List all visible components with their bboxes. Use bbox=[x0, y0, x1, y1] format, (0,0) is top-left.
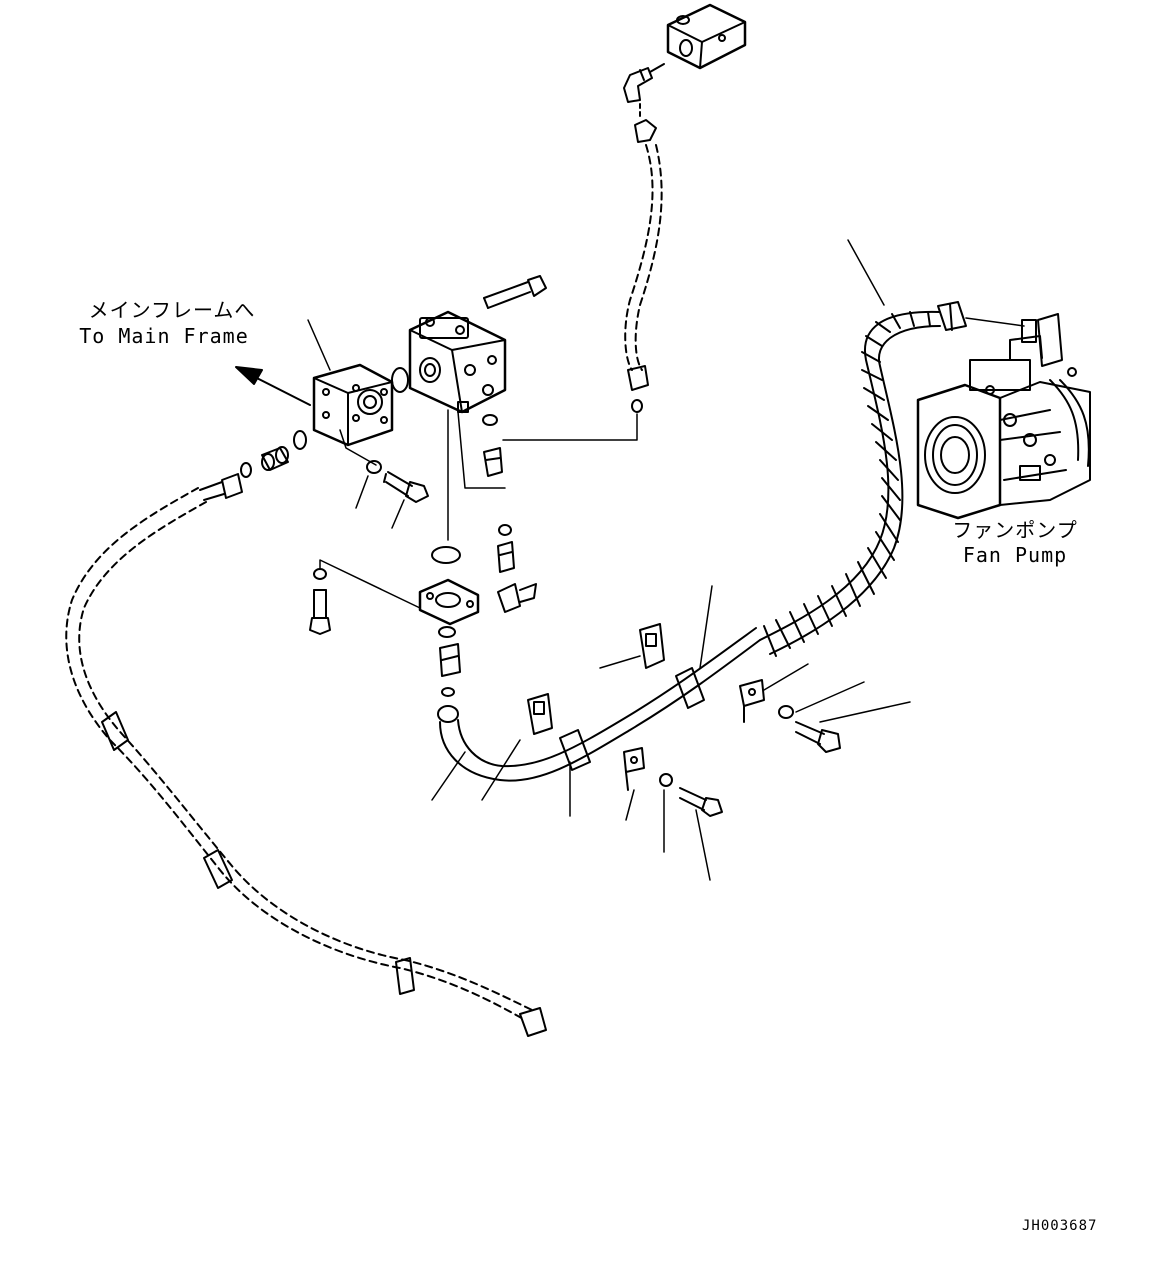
leader-line bbox=[695, 809, 711, 881]
washer bbox=[366, 460, 382, 474]
washer bbox=[659, 773, 673, 787]
leader-line bbox=[819, 701, 911, 723]
leader-line bbox=[391, 499, 405, 529]
leader-line bbox=[431, 751, 466, 801]
top-valve-block bbox=[666, 3, 747, 70]
o-ring bbox=[293, 430, 307, 450]
adaptor-fitting bbox=[439, 643, 461, 677]
pipe-clamp bbox=[639, 623, 665, 669]
main-frame-label-jp: メインフレームへ bbox=[88, 298, 256, 322]
fan-pump bbox=[916, 313, 1091, 520]
washer bbox=[313, 568, 327, 580]
leader-line bbox=[965, 317, 1025, 327]
main-frame-label-en: To Main Frame bbox=[79, 324, 249, 348]
main-valve-block bbox=[408, 310, 507, 414]
leader-line bbox=[481, 739, 521, 801]
o-ring bbox=[498, 524, 512, 536]
spiral-hose bbox=[759, 301, 967, 657]
fan-pump-label-en: Fan Pump bbox=[962, 543, 1068, 567]
pipe-clamp bbox=[527, 693, 553, 735]
drawing-id: JH003687 bbox=[1022, 1218, 1098, 1234]
upper-hose bbox=[624, 119, 663, 391]
lower-pipe bbox=[437, 627, 761, 782]
leader-line bbox=[319, 559, 421, 609]
flange-plate bbox=[312, 363, 394, 447]
clamp-bracket bbox=[623, 747, 645, 791]
top-elbow-fitting bbox=[623, 63, 665, 103]
long-hose bbox=[65, 473, 547, 1037]
leader-line bbox=[502, 413, 638, 441]
adaptor-fitting bbox=[261, 446, 289, 471]
washer bbox=[778, 705, 794, 719]
bolt bbox=[795, 721, 841, 753]
leader-line bbox=[355, 475, 369, 509]
leader-line bbox=[599, 655, 641, 669]
leader-line bbox=[457, 411, 506, 489]
bolt bbox=[483, 275, 547, 309]
leader-line bbox=[763, 663, 809, 691]
o-ring bbox=[438, 626, 456, 638]
bolt bbox=[383, 471, 429, 503]
direction-arrow bbox=[235, 366, 311, 406]
o-ring bbox=[631, 399, 643, 413]
leader-line bbox=[699, 585, 713, 669]
split-flange bbox=[418, 578, 480, 626]
clamp-bracket bbox=[739, 679, 765, 723]
large-o-ring bbox=[431, 546, 461, 564]
leader-line bbox=[339, 429, 377, 466]
leader-line bbox=[847, 239, 885, 306]
o-ring bbox=[441, 687, 455, 697]
elbow-fitting bbox=[497, 583, 537, 613]
o-ring bbox=[391, 367, 409, 393]
fan-pump-label-jp: ファンポンプ bbox=[952, 518, 1078, 542]
bolt bbox=[309, 589, 331, 635]
leader-line bbox=[307, 319, 331, 371]
o-ring bbox=[240, 462, 252, 478]
straight-fitting bbox=[483, 447, 503, 477]
leader-line bbox=[625, 789, 635, 821]
leader-line bbox=[795, 681, 865, 713]
bolt bbox=[679, 787, 723, 817]
nipple-fitting bbox=[497, 541, 515, 573]
o-ring bbox=[482, 414, 498, 426]
